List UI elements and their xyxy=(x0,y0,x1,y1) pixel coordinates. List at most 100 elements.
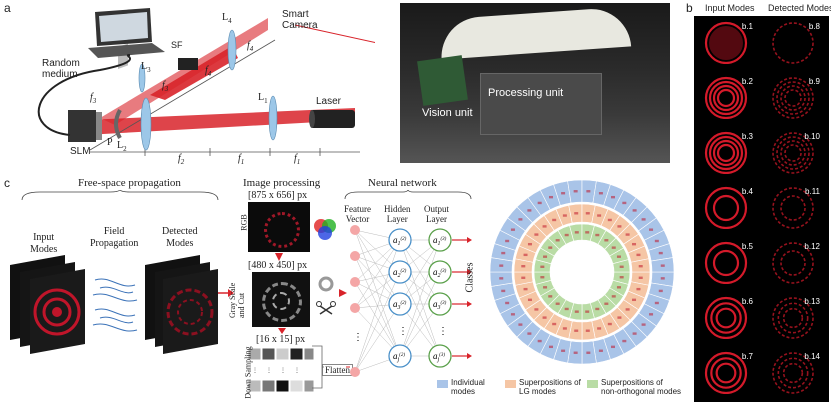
ring-nonorth-glyph xyxy=(619,265,624,268)
f3-label-2: f3 xyxy=(162,80,169,93)
output-arrowhead xyxy=(467,353,472,359)
beam-main xyxy=(85,108,355,135)
vision-unit-board xyxy=(417,55,468,106)
ring-individual-glyph xyxy=(649,313,654,316)
mode-tile-label: b.10 xyxy=(804,132,820,141)
ring-individual-glyph xyxy=(505,301,510,305)
ring-individual-glyph xyxy=(527,332,532,335)
arrow-to-processing xyxy=(218,289,234,297)
ring-nonorth-glyph xyxy=(564,307,569,311)
ring-nonorth-glyph xyxy=(604,239,609,242)
ring-individual-glyph xyxy=(505,239,510,243)
ring-nonorth-glyph xyxy=(540,265,545,268)
mode-tile-label: b.3 xyxy=(741,132,753,141)
ring-nonorth-glyph xyxy=(616,255,621,258)
input-mode-tile: b.1 xyxy=(696,20,756,65)
classes-label: Classes xyxy=(464,262,476,293)
ring-lg-glyph xyxy=(617,225,622,228)
mode-tile-label: b.12 xyxy=(804,242,820,251)
ring-individual-glyph xyxy=(561,192,566,195)
size-480-label: [480 x 450] px xyxy=(248,260,308,271)
lens-l3 xyxy=(138,63,146,93)
flatten-label: Flatten xyxy=(322,364,353,376)
ring-lg-glyph xyxy=(552,322,557,326)
rgb-label: RGB xyxy=(239,214,249,231)
ring-nonorth-glyph xyxy=(611,246,616,249)
mode-tile-label: b.5 xyxy=(741,242,753,251)
input-mode-tile: b.6 xyxy=(696,295,756,340)
down-arrow-1 xyxy=(275,253,283,261)
detected-mode-stack xyxy=(145,255,218,354)
spatial-filter xyxy=(178,58,198,70)
detected-mode-tile: b.14 xyxy=(763,350,823,394)
panel-a-letter: a xyxy=(4,1,11,15)
ring-lg-glyph xyxy=(574,329,579,332)
rgb-image xyxy=(248,202,310,252)
ring-individual-glyph xyxy=(501,289,506,293)
ring-nonorth-glyph xyxy=(585,310,590,313)
ring-individual-glyph xyxy=(499,264,504,267)
ring-lg-glyph xyxy=(523,253,528,257)
laser-body xyxy=(310,110,355,128)
panel-c-letter: c xyxy=(4,176,10,190)
ring-lg-glyph xyxy=(521,276,526,279)
hidden-node xyxy=(388,344,412,368)
legend-swatch-nonorth xyxy=(587,380,598,388)
hidden-node xyxy=(388,292,412,316)
rgb-venn-icon xyxy=(314,219,336,240)
l3-label: L3 xyxy=(141,61,151,74)
svg-text:⋮: ⋮ xyxy=(266,368,272,374)
processing-unit-box xyxy=(480,73,602,135)
ring-lg-glyph xyxy=(632,242,637,246)
ring-lg-glyph xyxy=(534,308,539,311)
ring-individual-glyph xyxy=(573,351,578,354)
ring-individual-glyph xyxy=(649,228,654,231)
sf-label: SF xyxy=(171,40,183,50)
ring-lg-glyph xyxy=(597,327,602,330)
lens-l2 xyxy=(140,97,152,151)
ring-individual-glyph xyxy=(549,195,554,199)
ring-individual-glyph xyxy=(658,289,663,293)
output-arrowhead xyxy=(467,301,472,307)
f1-label: f1 xyxy=(238,153,245,166)
svg-text:⋮: ⋮ xyxy=(294,368,300,374)
legend-swatch-individual xyxy=(437,380,448,388)
ring-nonorth-glyph xyxy=(555,302,560,305)
gray-image xyxy=(252,272,310,327)
ring-lg-glyph xyxy=(542,316,547,319)
beam-upper-2 xyxy=(150,46,238,100)
down-arrow-2 xyxy=(278,328,286,334)
processing-unit-label: Processing unit xyxy=(488,87,564,99)
mode-tile-label: b.11 xyxy=(805,187,820,196)
feature-node xyxy=(350,277,360,287)
down-sampling-label: Down Sampling xyxy=(243,346,253,399)
ring-nonorth-glyph xyxy=(555,239,560,242)
mode-tile-label: b.9 xyxy=(808,77,820,86)
ring-lg-glyph xyxy=(534,233,539,236)
ring-individual-glyph xyxy=(537,339,542,343)
ring-individual-glyph xyxy=(549,345,554,349)
ring-nonorth-glyph xyxy=(611,295,616,298)
ring-individual-glyph xyxy=(499,277,504,280)
cable xyxy=(37,54,131,136)
layer-ellipsis: ⋮ xyxy=(438,326,448,337)
slm-device xyxy=(68,110,96,142)
ring-lg-glyph xyxy=(585,212,590,215)
free-space-brace xyxy=(21,190,219,201)
ring-individual-glyph xyxy=(610,345,615,349)
neural-network-brace xyxy=(344,190,472,200)
arrow-to-network xyxy=(339,289,347,297)
ring-nonorth-glyph xyxy=(564,233,569,237)
ring-lg-glyph xyxy=(607,218,612,222)
ring-nonorth-glyph xyxy=(548,246,553,249)
feature-ellipsis: ⋮ xyxy=(353,332,363,343)
ring-individual-glyph xyxy=(537,201,542,205)
